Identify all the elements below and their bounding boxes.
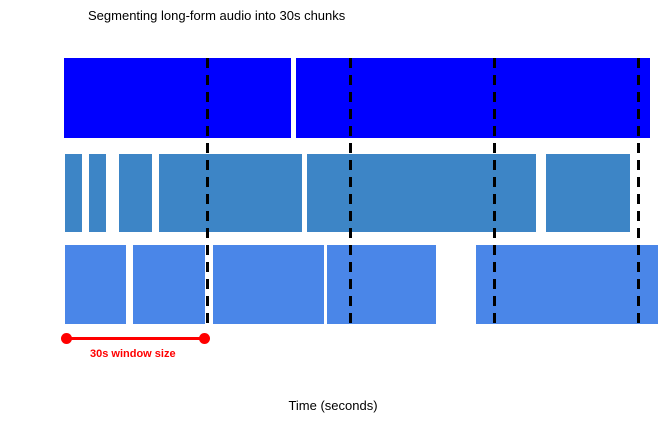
window-boundary-line — [493, 58, 497, 324]
window-boundary-line — [205, 58, 209, 324]
window-size-label: 30s window size — [90, 348, 176, 360]
audio-segment — [63, 58, 292, 138]
audio-segment — [88, 154, 106, 232]
timeline-row-top — [0, 58, 666, 138]
audio-segment — [545, 154, 630, 232]
timeline-row-middle — [0, 154, 666, 232]
audio-segment — [158, 154, 303, 232]
audio-segment — [118, 154, 152, 232]
figure-title: Segmenting long-form audio into 30s chun… — [88, 8, 346, 23]
arrow-endpoint-right — [199, 333, 211, 344]
audio-segment — [132, 245, 206, 324]
timeline-row-bottom — [0, 245, 666, 324]
window-boundary-line — [636, 58, 640, 324]
audio-segment — [306, 154, 536, 232]
arrow-endpoint-left — [60, 333, 72, 344]
audio-segment — [212, 245, 324, 324]
window-size-arrow-line — [63, 337, 208, 340]
audio-segment — [296, 58, 651, 138]
audio-segment — [64, 245, 126, 324]
audio-segment — [326, 245, 436, 324]
audio-segment — [64, 154, 82, 232]
window-boundary-line — [349, 58, 353, 324]
audio-segment — [475, 245, 658, 324]
x-axis-label: Time (seconds) — [288, 398, 378, 413]
